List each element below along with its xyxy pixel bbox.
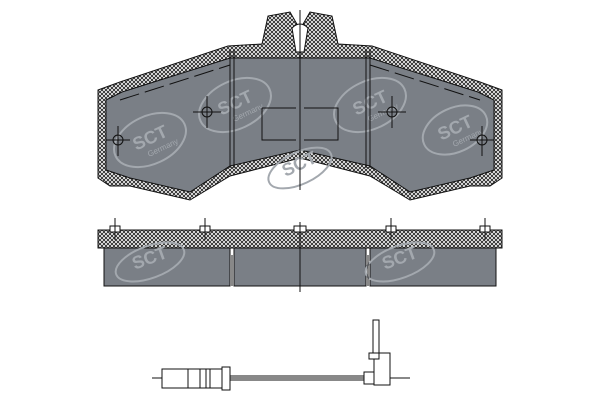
slot-lines [119,10,481,190]
sensor-cable [230,375,364,381]
mounting-hole-icons [106,96,494,156]
wear-sensor [152,319,410,391]
sensor-probe [372,319,380,354]
pad-side-view: SCT SCT [97,218,503,292]
pad-front-view: SCT Germany SCT Germany SCT Germany SCT … [97,10,503,201]
sensor-connector [161,368,189,389]
sensor-housing [373,352,391,386]
